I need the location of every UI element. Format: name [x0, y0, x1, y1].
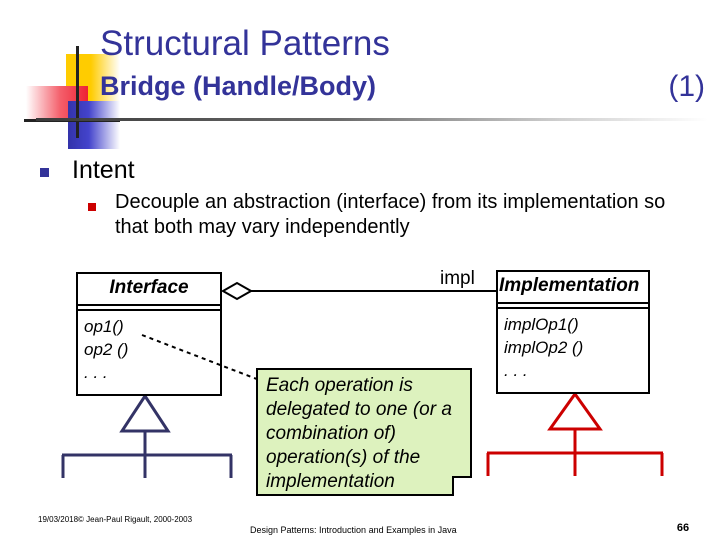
slide-page-marker: (1)	[668, 70, 705, 103]
inheritance-tree-implementation	[486, 391, 664, 476]
footer-copyright: © Jean-Paul Rigault, 2000-2003	[78, 515, 193, 524]
bullet-detail-label: Decouple an abstraction (interface) from…	[115, 191, 666, 238]
footer-date: 19/03/2018	[38, 515, 79, 524]
slide-title: Structural Patterns	[100, 24, 390, 63]
operation-item: . . .	[84, 363, 108, 382]
square-bullet-icon	[88, 203, 96, 211]
association-line	[251, 290, 497, 292]
bullet-intent-label: Intent	[72, 156, 135, 184]
class-compartment-divider	[78, 306, 220, 311]
operation-item: op2 ()	[84, 340, 129, 359]
footer-page-number: 66	[676, 522, 690, 534]
footer-center: Design Patterns: Introduction and Exampl…	[250, 525, 457, 535]
aggregation-diamond-icon	[222, 281, 252, 301]
operation-item: . . .	[504, 361, 528, 380]
slide-subtitle: Bridge (Handle/Body)	[100, 71, 377, 101]
square-bullet-icon	[40, 168, 49, 177]
operation-item: implOp1()	[504, 315, 579, 334]
class-operations-interface: op1() op2 () . . .	[78, 311, 220, 384]
class-name-interface: Interface	[78, 274, 220, 306]
decorative-logo	[18, 46, 120, 149]
note-fold-corner-icon	[452, 476, 472, 496]
class-compartment-divider	[498, 304, 648, 309]
class-operations-implementation: implOp1() implOp2 () . . .	[498, 309, 648, 382]
association-role-label: impl	[440, 268, 475, 289]
class-name-implementation: Implementation	[498, 272, 648, 304]
class-box-interface[interactable]: Interface op1() op2 () . . .	[76, 272, 222, 396]
operation-item: implOp2 ()	[504, 338, 584, 357]
logo-vertical-line	[76, 46, 79, 138]
uml-note-text: Each operation is delegated to one (or a…	[266, 375, 452, 492]
uml-note: Each operation is delegated to one (or a…	[256, 368, 472, 496]
class-box-implementation[interactable]: Implementation implOp1() implOp2 () . . …	[496, 270, 650, 394]
operation-item: op1()	[84, 317, 124, 336]
bullet-intent: Intent	[40, 155, 660, 185]
title-divider	[36, 118, 708, 121]
inheritance-tree-interface	[61, 393, 233, 478]
footer-left: 19/03/2018© Jean-Paul Rigault, 2000-2003	[38, 514, 228, 525]
